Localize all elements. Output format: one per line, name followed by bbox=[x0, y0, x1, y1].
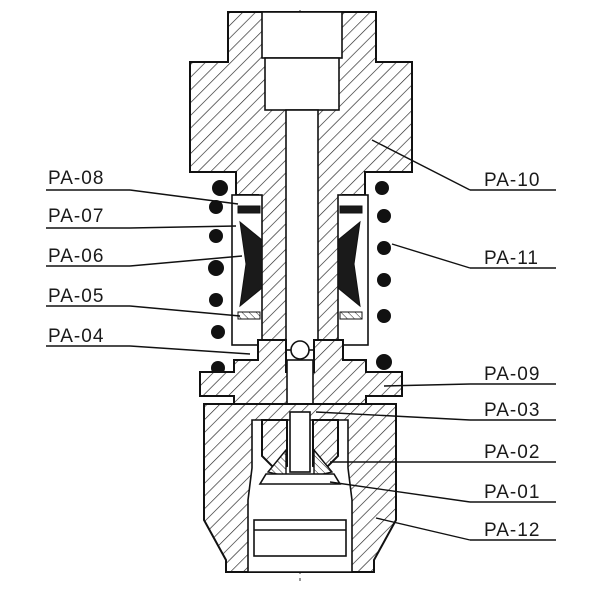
top-socket bbox=[261, 11, 343, 59]
label-pa-10: PA-10 bbox=[484, 170, 540, 191]
valve-stem bbox=[289, 411, 311, 473]
label-pa-07: PA-07 bbox=[48, 206, 104, 227]
central-bore bbox=[285, 109, 319, 351]
top-seal-left bbox=[237, 205, 261, 214]
label-pa-09: PA-09 bbox=[484, 364, 540, 385]
label-pa-06: PA-06 bbox=[48, 246, 104, 267]
outlet-groove bbox=[253, 519, 347, 557]
label-pa-05: PA-05 bbox=[48, 286, 104, 307]
label-pa-11: PA-11 bbox=[484, 248, 539, 269]
label-pa-12: PA-12 bbox=[484, 520, 540, 541]
top-seal-right bbox=[339, 205, 363, 214]
bottom-seal-right bbox=[339, 311, 363, 320]
label-pa-01: PA-01 bbox=[484, 482, 540, 503]
check-ball bbox=[290, 340, 310, 360]
spring-coils bbox=[208, 180, 392, 375]
v-packing-left bbox=[239, 220, 263, 308]
label-pa-08: PA-08 bbox=[48, 168, 104, 189]
seat-disc bbox=[258, 473, 342, 485]
label-pa-03: PA-03 bbox=[484, 400, 540, 421]
bottom-seal-left bbox=[237, 311, 261, 320]
label-pa-04: PA-04 bbox=[48, 326, 104, 347]
label-pa-02: PA-02 bbox=[484, 442, 540, 463]
top-socket-lower bbox=[264, 57, 340, 111]
leader-lines bbox=[46, 139, 556, 541]
v-packing-right bbox=[337, 220, 361, 308]
